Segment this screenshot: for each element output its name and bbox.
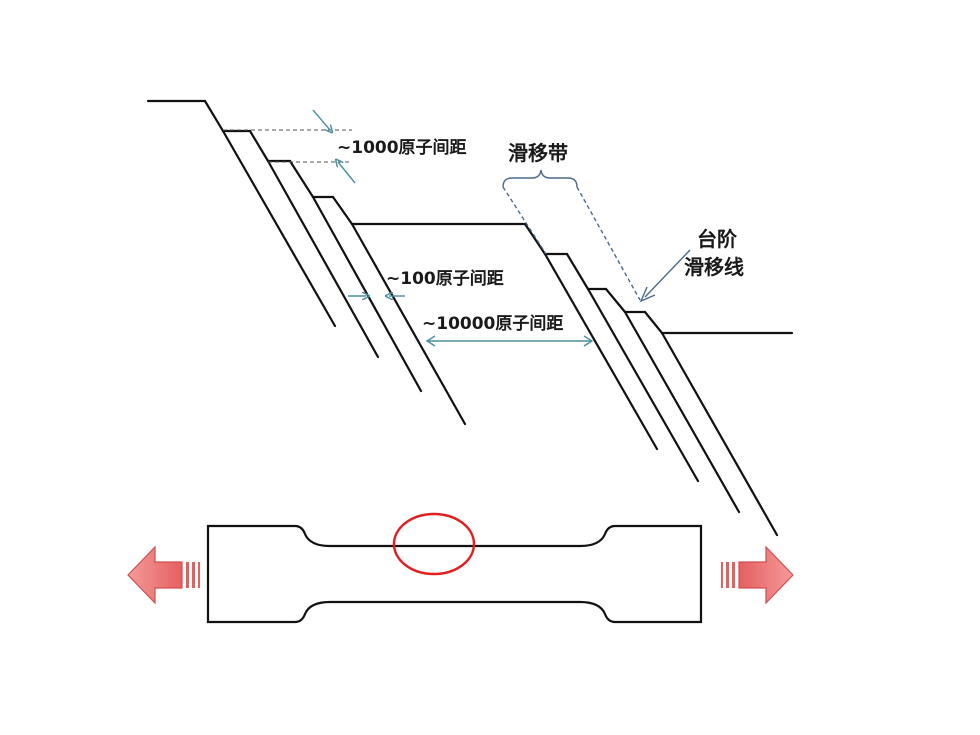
label-slip-band: 滑移带 [508, 141, 568, 165]
step-edge [643, 310, 664, 335]
tension-arrow-left [127, 545, 200, 605]
slip-line [623, 310, 741, 514]
step-edge [203, 99, 225, 133]
slip-band-bracket [502, 169, 641, 301]
highlight-circle [392, 512, 476, 576]
slip-line [586, 287, 700, 483]
dimension-1000 [223, 109, 356, 184]
tension-arrow-right [721, 545, 794, 605]
surface-profile [146, 99, 794, 335]
step-edge [604, 287, 627, 314]
tensile-specimen [206, 524, 703, 624]
label-spacing-100: ~100原子间距 [386, 268, 504, 289]
step-edge [565, 252, 590, 291]
step-edge [523, 222, 547, 256]
slip-line [266, 159, 380, 359]
dimension-arrow [312, 109, 330, 130]
label-step: 台阶 [697, 227, 738, 251]
step-edge [248, 129, 270, 163]
dimension-arrow [338, 162, 356, 184]
dimension-10000 [425, 335, 594, 347]
step-edge [331, 195, 354, 226]
label-slip-line: 滑移线 [684, 255, 744, 279]
slip-line [311, 195, 423, 393]
label-spacing-10000: ~10000原子间距 [422, 313, 563, 334]
slip-line [660, 331, 779, 537]
step-edge [288, 159, 315, 199]
slip-line [350, 222, 467, 426]
slip-lines [221, 129, 779, 537]
slip-line [221, 129, 337, 328]
label-spacing-1000: ~1000原子间距 [337, 137, 467, 158]
step-pointer [639, 249, 691, 303]
slip-line [543, 252, 659, 451]
